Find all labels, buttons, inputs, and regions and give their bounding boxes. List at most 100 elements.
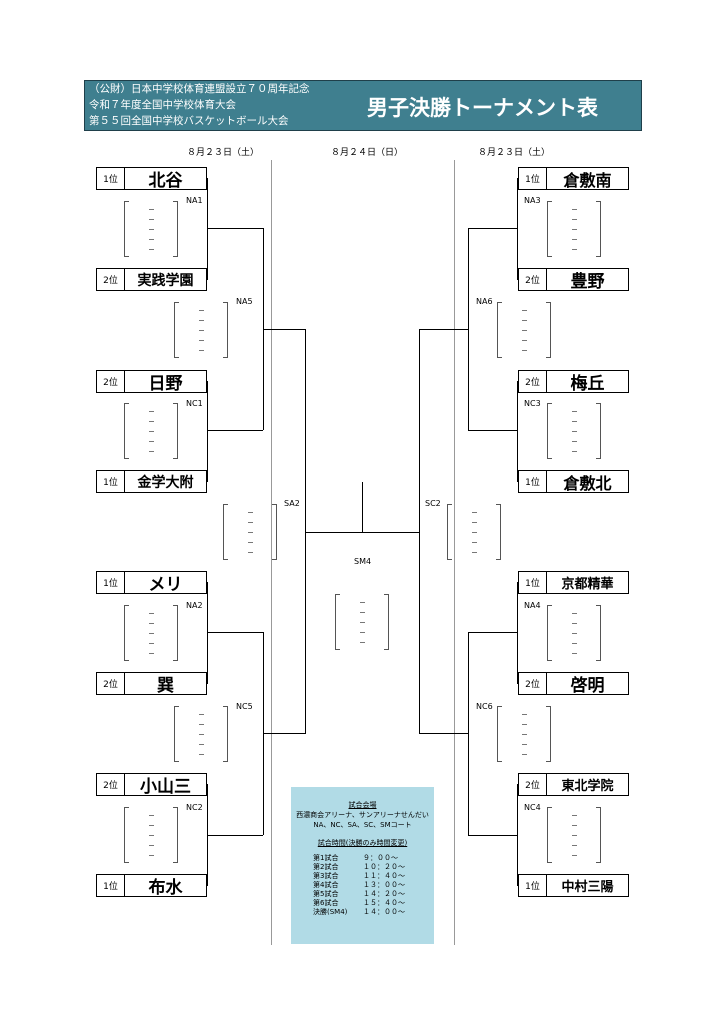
date-right: ８月２３日（土） <box>478 148 551 158</box>
schedule-time: １４：２０～ <box>363 890 405 898</box>
bracket-line <box>207 835 263 836</box>
game-code: NA3 <box>524 196 541 205</box>
game-code: NA5 <box>236 297 253 306</box>
team-slot-right-5: 1位京都精華 <box>518 571 629 594</box>
team-rank: 2位 <box>519 673 547 694</box>
date-center: ８月２４日（日） <box>331 148 404 158</box>
bracket-line <box>207 632 263 633</box>
bracket-line <box>207 381 208 482</box>
bracket-line <box>263 329 305 330</box>
game-code: NA2 <box>186 601 203 610</box>
venue-line-1: 西濃商会アリーナ、サンアリーナせんだい <box>296 811 429 819</box>
game-code: SM4 <box>354 557 372 566</box>
score-placeholder <box>447 504 501 560</box>
team-rank: 1位 <box>519 572 547 593</box>
score-placeholder <box>124 605 178 661</box>
score-placeholder <box>124 201 178 257</box>
column-divider-right <box>454 160 455 945</box>
schedule-label: 決勝(SM4) <box>313 908 348 916</box>
team-rank: 1位 <box>519 875 547 896</box>
team-slot-right-8: 1位中村三陽 <box>518 874 629 897</box>
team-name: 実践学園 <box>137 272 194 289</box>
bracket-line <box>419 733 469 734</box>
final-line <box>305 532 420 533</box>
bracket-line <box>305 329 306 734</box>
bracket-line <box>207 178 208 280</box>
time-title: 試合時間(決勝のみ時間変更) <box>317 839 408 847</box>
team-rank: 1位 <box>97 572 125 593</box>
banner-line-3: 第５５回全国中学校バスケットボール大会 <box>89 115 289 127</box>
team-name: 梅丘 <box>570 374 605 394</box>
column-divider-left <box>271 160 272 945</box>
schedule-time: １１：４０～ <box>363 872 405 880</box>
game-code: NC1 <box>186 399 203 408</box>
team-slot-left-6: 2位巽 <box>96 672 207 696</box>
date-left: ８月２３日（土） <box>187 148 260 158</box>
bracket-line <box>468 632 518 633</box>
info-box: 試合会場 西濃商会アリーナ、サンアリーナせんだい NA、NC、SA、SC、SMコ… <box>291 787 434 944</box>
team-rank: 2位 <box>97 774 125 795</box>
schedule-label: 第5試合 <box>313 890 339 898</box>
schedule-time: １４：００～ <box>363 908 405 916</box>
team-slot-right-7: 2位東北学院 <box>518 773 629 796</box>
score-placeholder <box>174 706 228 762</box>
team-name: 倉敷北 <box>563 473 612 493</box>
score-placeholder <box>497 706 551 762</box>
schedule-time: １５：４０～ <box>363 899 405 907</box>
team-name: 布水 <box>148 878 183 898</box>
venue-title: 試合会場 <box>348 801 377 809</box>
bracket-line <box>263 733 305 734</box>
bracket-line <box>419 329 420 734</box>
bracket-line <box>468 430 518 431</box>
bracket-line <box>207 228 263 229</box>
bracket-line <box>207 582 208 684</box>
schedule-row: 第2試合 １０：２０～ <box>313 862 423 872</box>
team-slot-left-1: 1位 北谷 <box>96 167 207 191</box>
team-name: 東北学院 <box>561 779 614 794</box>
game-code: NC4 <box>524 803 541 812</box>
team-name: 巽 <box>157 676 174 696</box>
team-slot-left-7: 2位小山三 <box>96 773 207 797</box>
schedule-label: 第6試合 <box>313 899 339 907</box>
score-placeholder <box>223 504 277 560</box>
game-code: SA2 <box>284 499 300 508</box>
team-name: 小山三 <box>140 777 191 797</box>
team-rank: 1位 <box>97 875 125 896</box>
game-code: NA1 <box>186 196 203 205</box>
schedule-time: １０：２０～ <box>363 863 405 871</box>
team-name: 金学大附 <box>137 474 194 491</box>
game-code: NC2 <box>186 803 203 812</box>
score-placeholder <box>547 201 601 257</box>
team-slot-left-4: 1位金学大附 <box>96 470 207 493</box>
schedule-time: １３：００～ <box>363 881 405 889</box>
team-slot-left-2: 2位実践学園 <box>96 268 207 291</box>
team-rank: 1位 <box>97 168 125 189</box>
schedule-time: ９：００～ <box>363 854 398 862</box>
schedule-row: 第6試合 １５：４０～ <box>313 898 423 908</box>
bracket-line <box>419 329 469 330</box>
team-slot-right-1: 1位倉敷南 <box>518 167 629 190</box>
schedule-row: 第5試合 １４：２０～ <box>313 889 423 899</box>
score-placeholder <box>335 594 389 650</box>
bracket-line <box>517 381 518 482</box>
banner-line-2: 令和７年度全国中学校体育大会 <box>89 99 236 111</box>
page-title: 男子決勝トーナメント表 <box>367 96 598 120</box>
team-name: 北谷 <box>148 171 183 191</box>
game-code: NC5 <box>236 702 253 711</box>
team-name: 豊野 <box>570 272 605 292</box>
schedule-row: 第3試合 １１：４０～ <box>313 871 423 881</box>
score-placeholder <box>124 807 178 863</box>
team-rank: 1位 <box>519 168 547 189</box>
team-slot-left-3: 2位日野 <box>96 370 207 394</box>
team-name: メリ <box>148 575 183 595</box>
team-rank: 2位 <box>97 371 125 392</box>
team-name: 中村三陽 <box>561 880 614 895</box>
bracket-line <box>468 835 518 836</box>
game-code: NA6 <box>476 297 493 306</box>
team-slot-right-2: 2位豊野 <box>518 268 629 292</box>
schedule-label: 第2試合 <box>313 863 339 871</box>
schedule-label: 第3試合 <box>313 872 339 880</box>
score-placeholder <box>124 403 178 459</box>
banner-line-1: （公財）日本中学校体育連盟設立７０周年記念 <box>89 83 310 95</box>
